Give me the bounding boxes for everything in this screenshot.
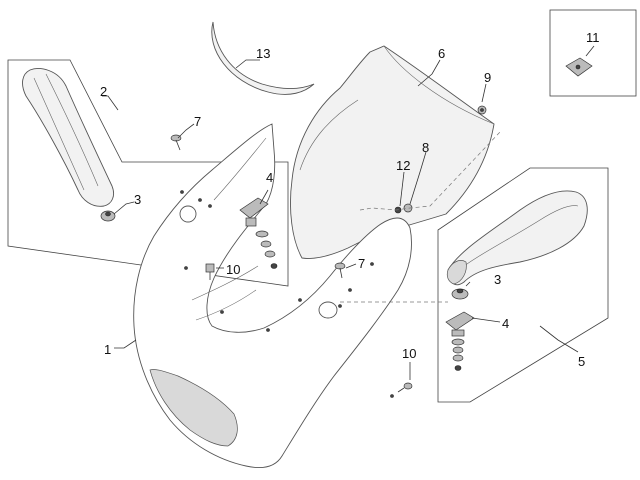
part-7-upper-screw — [170, 134, 182, 151]
callout-10-left: 10 — [226, 262, 240, 277]
right-group-frame — [437, 167, 609, 403]
part-4-left-mount — [239, 197, 278, 269]
part-10-left-screw — [205, 263, 215, 280]
left-group-frame — [7, 59, 289, 287]
callout-10-right: 10 — [402, 346, 416, 361]
part-6-windscreen — [290, 45, 495, 259]
callout-leaders — [102, 45, 595, 380]
callout-8: 8 — [422, 140, 429, 155]
part-10-right-screw — [397, 382, 413, 393]
callout-9: 9 — [484, 70, 491, 85]
callout-labels: 1 2 3 3 4 4 5 6 7 7 8 9 10 10 11 12 13 — [100, 30, 600, 369]
callout-13: 13 — [256, 46, 270, 61]
part-3-left-grommet — [100, 210, 116, 222]
part-11-speed-nut — [565, 57, 593, 77]
part-11-inset-box — [549, 9, 637, 97]
part-5-right-mirror — [446, 190, 588, 286]
callout-7-lower: 7 — [358, 256, 365, 271]
callout-11: 11 — [586, 30, 600, 45]
screen-fastener-line — [359, 131, 501, 211]
part-3-right-grommet — [451, 288, 469, 300]
callout-3-left: 3 — [134, 192, 141, 207]
part-4-right-mount — [445, 311, 475, 371]
callout-12: 12 — [396, 158, 410, 173]
part-9-nut — [477, 105, 487, 115]
part-1-front-fairing — [133, 123, 412, 468]
callout-6: 6 — [438, 46, 445, 61]
callout-2: 2 — [100, 84, 107, 99]
part-2-left-mirror — [22, 68, 115, 207]
callout-4-left: 4 — [266, 170, 273, 185]
callout-5: 5 — [578, 354, 585, 369]
callout-4-right: 4 — [502, 316, 509, 331]
callout-7-upper: 7 — [194, 114, 201, 129]
callout-1: 1 — [104, 342, 111, 357]
callout-3-right: 3 — [494, 272, 501, 287]
part-13-trim-strip — [211, 21, 315, 95]
part-7-lower-screw — [334, 262, 346, 279]
